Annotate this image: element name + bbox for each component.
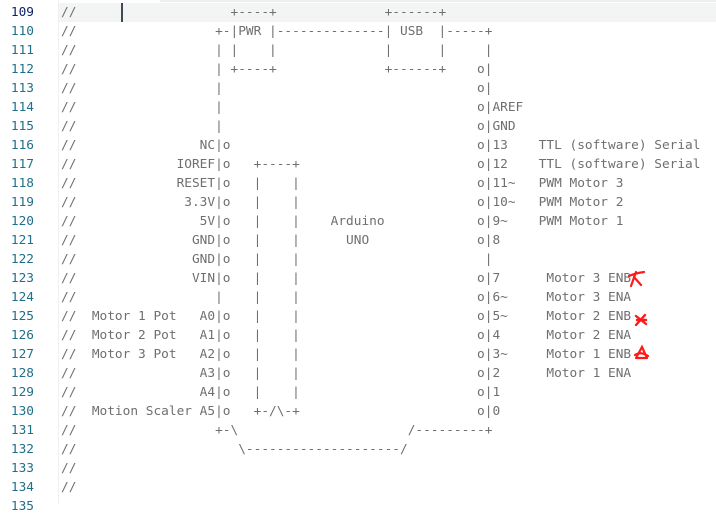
text-cursor — [121, 3, 123, 22]
line-number: 125 — [10, 309, 34, 324]
line-number-gutter — [0, 0, 58, 504]
code-line[interactable]: // Motion Scaler A5|o +-/\-+ o|0 — [61, 404, 501, 419]
code-line[interactable]: // \--------------------/ — [61, 442, 408, 457]
gutter-separator — [58, 0, 59, 504]
code-line[interactable]: // A3|o | | o|2 Motor 1 ENA — [61, 366, 632, 381]
line-number: 118 — [10, 176, 34, 191]
red-mark-motor2-enb — [634, 313, 648, 327]
code-line[interactable]: // — [61, 461, 77, 476]
current-line-highlight — [59, 3, 716, 22]
red-mark-motor3-enb — [627, 270, 646, 288]
line-number: 135 — [10, 499, 34, 514]
line-number: 123 — [10, 271, 34, 286]
line-number: 122 — [10, 252, 34, 267]
code-line[interactable]: // | | | o|6~ Motor 3 ENA — [61, 290, 632, 305]
code-line[interactable]: // IOREF|o +----+ o|12 TTL (software) Se… — [61, 157, 701, 172]
code-line[interactable]: // | o|AREF — [61, 100, 524, 115]
code-line[interactable]: // Motor 3 Pot A2|o | | o|3~ Motor 1 ENB — [61, 347, 632, 362]
line-number: 132 — [10, 442, 34, 457]
code-line[interactable]: // VIN|o | | o|7 Motor 3 ENB — [61, 271, 632, 286]
code-line[interactable]: // +----+ +------+ — [61, 5, 447, 20]
code-line[interactable]: // 5V|o | | Arduino o|9~ PWM Motor 1 — [61, 214, 624, 229]
line-number: 115 — [10, 119, 34, 134]
line-number: 127 — [10, 347, 34, 362]
code-line[interactable]: // A4|o | | o|1 — [61, 385, 501, 400]
line-number: 119 — [10, 195, 34, 210]
line-number: 113 — [10, 81, 34, 96]
code-line[interactable]: // | o|GND — [61, 119, 516, 134]
code-line[interactable]: // NC|o o|13 TTL (software) Serial — [61, 138, 701, 153]
line-number: 116 — [10, 138, 34, 153]
red-mark-motor1-enb — [633, 344, 650, 360]
line-number: 126 — [10, 328, 34, 343]
code-line[interactable]: // RESET|o | | o|11~ PWM Motor 3 — [61, 176, 624, 191]
line-number: 109 — [10, 5, 34, 20]
line-number: 117 — [10, 157, 34, 172]
line-number: 121 — [10, 233, 34, 248]
code-line[interactable]: // | +----+ +------+ o| — [61, 62, 493, 77]
code-line[interactable]: // — [61, 480, 77, 495]
line-number: 131 — [10, 423, 34, 438]
code-line[interactable]: // Motor 2 Pot A1|o | | o|4 Motor 2 ENA — [61, 328, 632, 343]
line-number: 130 — [10, 404, 34, 419]
code-line[interactable]: // GND|o | | UNO o|8 — [61, 233, 501, 248]
line-number: 114 — [10, 100, 34, 115]
line-number: 120 — [10, 214, 34, 229]
line-number: 110 — [10, 24, 34, 39]
line-number: 124 — [10, 290, 34, 305]
code-line[interactable]: // | | | | | | — [61, 43, 493, 58]
code-line[interactable]: // +-|PWR |--------------| USB |-----+ — [61, 24, 493, 39]
code-line[interactable]: // 3.3V|o | | o|10~ PWM Motor 2 — [61, 195, 624, 210]
code-line[interactable]: // Motor 1 Pot A0|o | | o|5~ Motor 2 ENB — [61, 309, 632, 324]
editor-top-border — [160, 0, 716, 2]
code-line[interactable]: // +-\ /---------+ — [61, 423, 493, 438]
line-number: 133 — [10, 461, 34, 476]
line-number: 111 — [10, 43, 34, 58]
code-line[interactable]: // GND|o | | | — [61, 252, 493, 267]
code-line[interactable]: // | o| — [61, 81, 493, 96]
line-number: 128 — [10, 366, 34, 381]
line-number: 129 — [10, 385, 34, 400]
line-number: 134 — [10, 480, 34, 495]
line-number: 112 — [10, 62, 34, 77]
